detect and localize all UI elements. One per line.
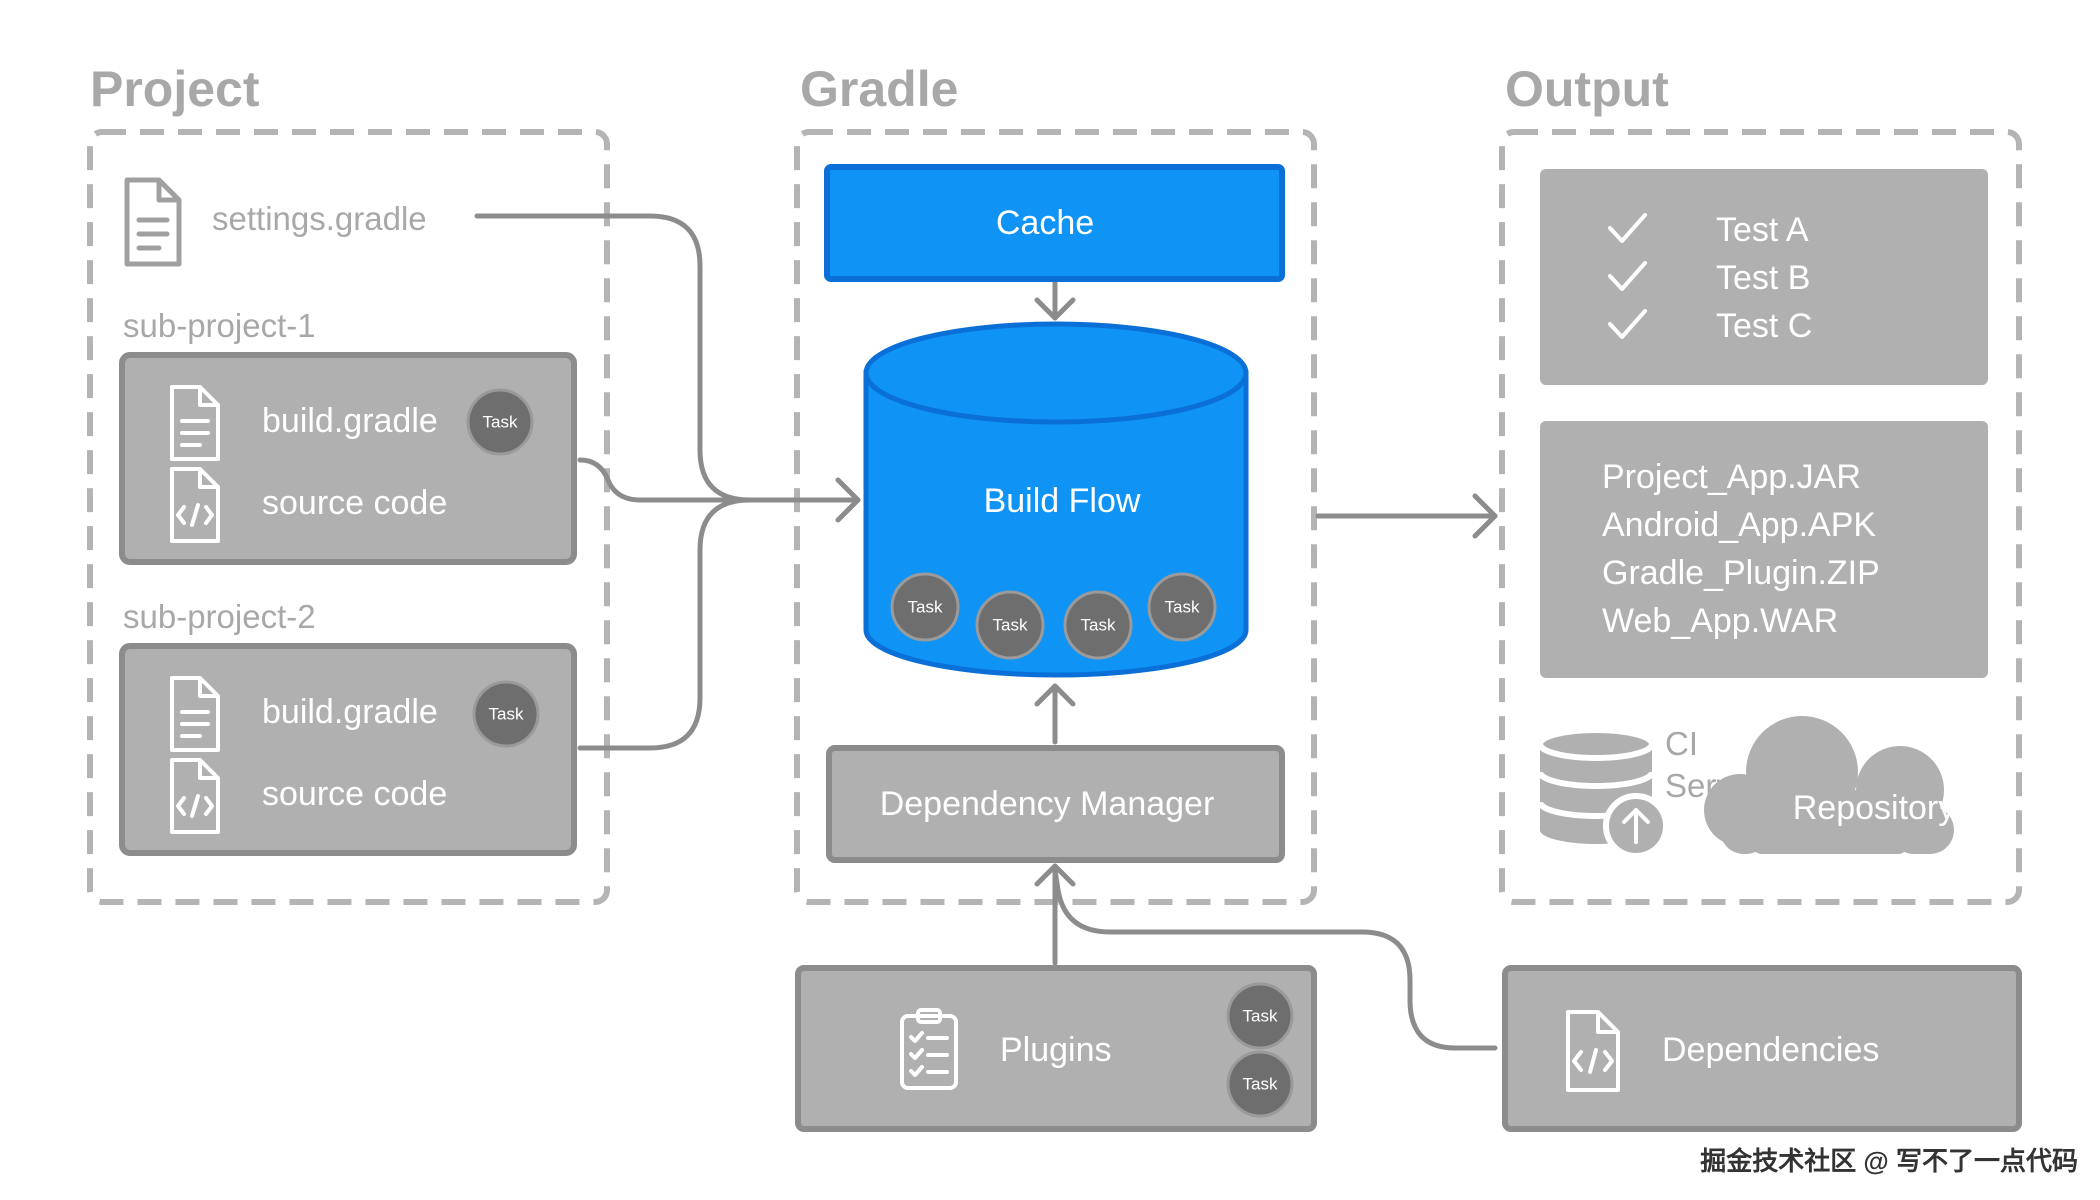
build-flow-label: Build Flow <box>984 482 1141 520</box>
test-item: Test A <box>1608 211 1809 249</box>
svg-text:Task: Task <box>1165 597 1200 616</box>
svg-text:Task: Task <box>1081 615 1116 634</box>
svg-text:Task: Task <box>483 412 518 431</box>
artifact-item: Web_App.WAR <box>1602 602 1838 640</box>
task-badge: Task <box>466 388 534 456</box>
svg-text:Task: Task <box>1243 1074 1278 1093</box>
database-upload-icon <box>1537 727 1669 859</box>
task-badge: Task <box>890 572 960 642</box>
svg-text:Task: Task <box>908 597 943 616</box>
section-title-output: Output <box>1505 61 1669 117</box>
settings-gradle-item[interactable]: settings.gradle <box>124 177 427 267</box>
task-badge: Task <box>975 590 1045 660</box>
cloud-icon <box>1704 716 1954 854</box>
build-flow-cylinder[interactable]: Build Flow Task Task Task Task <box>863 321 1249 678</box>
repository-label: Repository <box>1793 789 1956 827</box>
code-file-icon <box>170 467 220 543</box>
cache-box[interactable]: Cache <box>824 164 1285 282</box>
sub-project-2-title: sub-project-2 <box>123 598 316 635</box>
watermark: 掘金技术社区 @ 写不了一点代码 <box>1700 1146 2078 1176</box>
sub-project-2-box[interactable]: build.gradle Task source code <box>119 643 577 856</box>
section-title-gradle: Gradle <box>800 61 958 117</box>
settings-gradle-label: settings.gradle <box>212 200 427 237</box>
sub1-build-gradle-label: build.gradle <box>262 402 438 440</box>
task-badge: Task <box>1226 982 1294 1050</box>
arrow-icon <box>835 477 861 523</box>
check-icon <box>1608 213 1647 243</box>
check-icon <box>1608 261 1647 291</box>
svg-text:Test A: Test A <box>1716 211 1809 249</box>
artifacts-box[interactable]: Project_App.JAR Android_App.APK Gradle_P… <box>1540 421 1988 678</box>
repository[interactable]: Repository <box>1704 716 1955 854</box>
dependency-manager-label: Dependency Manager <box>880 785 1215 823</box>
sub2-build-gradle-label: build.gradle <box>262 693 438 731</box>
file-icon <box>124 177 182 267</box>
file-icon <box>170 676 220 752</box>
file-icon <box>170 385 220 461</box>
test-results-box[interactable]: Test A Test B Test C <box>1540 169 1988 385</box>
code-file-icon <box>170 758 220 834</box>
task-badge: Task <box>1226 1050 1294 1118</box>
project-container <box>87 129 610 905</box>
task-badge: Task <box>1147 572 1217 642</box>
svg-text:Test B: Test B <box>1716 259 1810 297</box>
svg-text:Task: Task <box>1243 1006 1278 1025</box>
check-icon <box>1608 309 1647 339</box>
artifact-item: Gradle_Plugin.ZIP <box>1602 554 1880 592</box>
code-file-icon <box>1566 1010 1620 1092</box>
svg-text:Test C: Test C <box>1716 307 1812 345</box>
sub-project-1-title: sub-project-1 <box>123 307 316 344</box>
connectors <box>474 213 1498 1051</box>
artifact-item: Android_App.APK <box>1602 506 1876 544</box>
output-container <box>1499 129 2022 905</box>
checklist-icon <box>900 1008 958 1090</box>
svg-text:Task: Task <box>993 615 1028 634</box>
sub1-source-code-label: source code <box>262 484 447 522</box>
task-badge: Task <box>1063 590 1133 660</box>
ci-label: CI <box>1665 725 1698 762</box>
section-title-project: Project <box>90 61 260 117</box>
cache-label: Cache <box>996 204 1094 242</box>
svg-text:Task: Task <box>489 704 524 723</box>
task-badge: Task <box>472 680 540 748</box>
test-item: Test C <box>1608 307 1812 345</box>
artifact-item: Project_App.JAR <box>1602 458 1861 496</box>
dependencies-label: Dependencies <box>1662 1031 1879 1069</box>
dependency-manager-box[interactable]: Dependency Manager <box>826 745 1285 863</box>
plugins-label: Plugins <box>1000 1031 1112 1069</box>
test-item: Test B <box>1608 259 1810 297</box>
sub2-source-code-label: source code <box>262 775 447 813</box>
sub-project-1-box[interactable]: build.gradle Task source code <box>119 352 577 565</box>
plugins-box[interactable]: Plugins Task Task <box>795 965 1317 1132</box>
dependencies-box[interactable]: Dependencies <box>1502 965 2022 1132</box>
